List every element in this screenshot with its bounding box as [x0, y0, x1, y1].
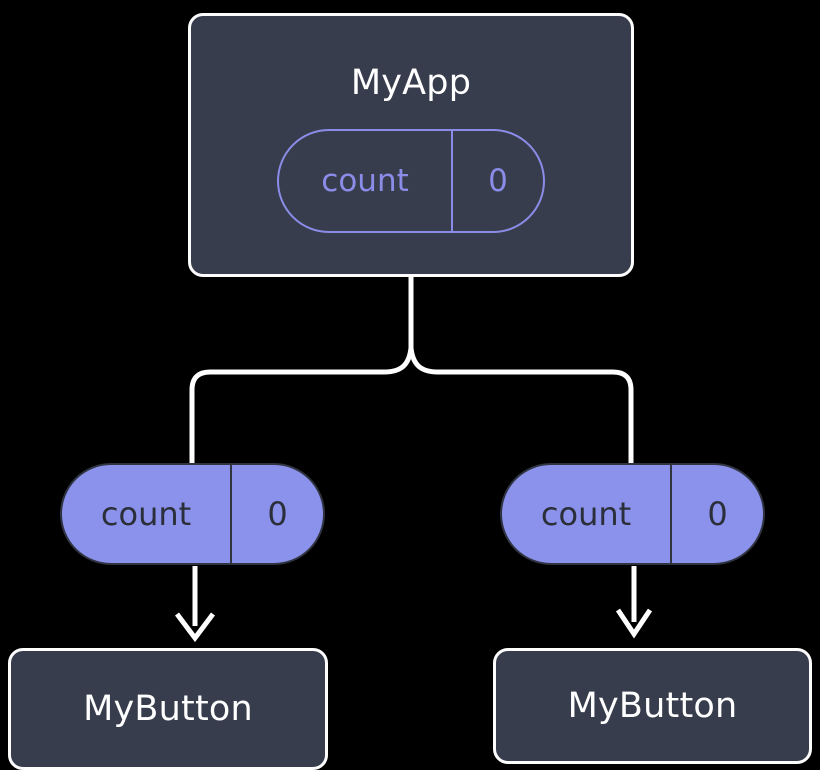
state-pill-root-count[interactable]: count 0: [277, 129, 545, 233]
component-box-mybutton-0[interactable]: MyButton: [8, 648, 328, 770]
component-label-myapp: MyApp: [350, 63, 472, 103]
state-pill-branch-0-value: 0: [230, 465, 323, 563]
wire-branch-left: [189, 347, 414, 466]
state-pill-branch-1-count[interactable]: count 0: [500, 463, 765, 565]
state-pill-branch-1-value: 0: [670, 465, 763, 563]
component-label-mybutton-0: MyButton: [83, 688, 253, 729]
component-box-mybutton-1[interactable]: MyButton: [493, 648, 812, 764]
arrow-left-pill-to-button: [175, 566, 215, 643]
state-pill-branch-1-key: count: [540, 495, 632, 533]
state-pill-branch-0-count[interactable]: count 0: [60, 463, 325, 565]
arrow-right-pill-to-button: [615, 566, 653, 639]
wire-branch-right: [408, 347, 634, 466]
component-label-mybutton-1: MyButton: [567, 685, 738, 726]
state-pill-root-key: count: [321, 162, 409, 199]
state-pill-root-value: 0: [451, 131, 543, 231]
state-pill-branch-0-key: count: [100, 495, 192, 533]
